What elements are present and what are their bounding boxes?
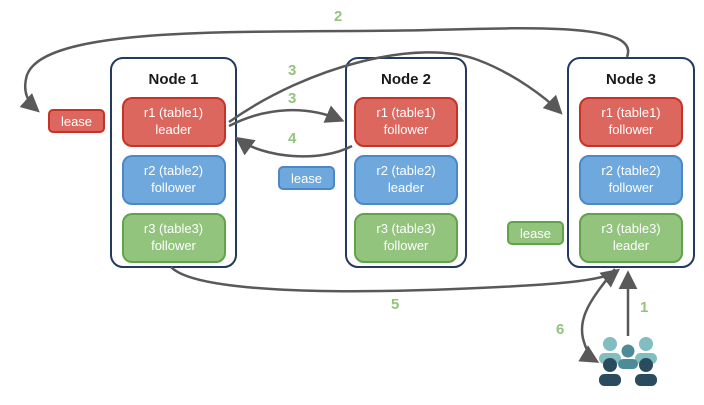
- user-front-right: [635, 358, 657, 386]
- step-label-2: 2: [334, 8, 343, 25]
- arrow-step-5-respond-to-gateway: [170, 266, 620, 293]
- node-2-replica-r1: r1 (table1) follower: [354, 97, 458, 147]
- replica-role: leader: [612, 238, 650, 253]
- arrow-step-3-replicate-to-node2: [228, 105, 345, 128]
- step-label-3a: 3: [288, 62, 297, 79]
- node-2-box: Node 2 r1 (table1) follower r2 (table2) …: [345, 57, 467, 268]
- replica-range: r2 (table2): [143, 163, 204, 179]
- lease-tag-r1: lease: [48, 109, 105, 133]
- replica-range: r3 (table3): [143, 221, 204, 237]
- replica-range: r2 (table2): [601, 163, 661, 179]
- replica-role: follower: [608, 122, 654, 137]
- node-3-box: Node 3 r1 (table1) follower r2 (table2) …: [567, 57, 695, 268]
- users-group-icon: [599, 337, 657, 386]
- step-label-4: 4: [288, 130, 297, 147]
- node-3-replica-r3: r3 (table3) leader: [579, 213, 683, 263]
- node-2-title: Node 2: [380, 71, 431, 88]
- replica-range: r1 (table1): [143, 105, 204, 121]
- lease-tag-r3: lease: [507, 221, 564, 245]
- replica-role: follower: [608, 180, 654, 195]
- node-2-replica-r2: r2 (table2) leader: [354, 155, 458, 205]
- node-1-title: Node 1: [148, 71, 199, 88]
- node-1-replica-r3: r3 (table3) follower: [121, 213, 226, 263]
- node-1-replica-r2: r2 (table2) follower: [121, 155, 226, 205]
- replica-role: leader: [387, 180, 425, 195]
- replica-role: follower: [151, 180, 196, 195]
- step-label-3b: 3: [288, 90, 297, 107]
- replica-role: leader: [155, 122, 192, 137]
- node-3-title: Node 3: [605, 71, 656, 88]
- step-label-1: 1: [640, 299, 649, 316]
- node-1-replica-r1: r1 (table1) leader: [121, 97, 226, 147]
- replica-range: r2 (table2): [376, 163, 436, 179]
- replica-range: r1 (table1): [376, 105, 436, 121]
- node-2-replica-r3: r3 (table3) follower: [354, 213, 458, 263]
- step-label-5: 5: [391, 296, 400, 313]
- lease-tag-r2: lease: [278, 166, 335, 190]
- step-label-6: 6: [556, 321, 565, 338]
- replica-role: follower: [383, 122, 429, 137]
- replica-range: r3 (table3): [601, 221, 661, 237]
- node-1-box: Node 1 r1 (table1) leader r2 (table2) fo…: [110, 57, 237, 268]
- node-3-replica-r1: r1 (table1) follower: [579, 97, 683, 147]
- replica-role: follower: [383, 238, 429, 253]
- user-middle: [618, 344, 638, 369]
- replica-role: follower: [151, 238, 196, 253]
- node-3-replica-r2: r2 (table2) follower: [579, 155, 683, 205]
- replica-range: r1 (table1): [601, 105, 661, 121]
- replica-range: r3 (table3): [376, 221, 436, 237]
